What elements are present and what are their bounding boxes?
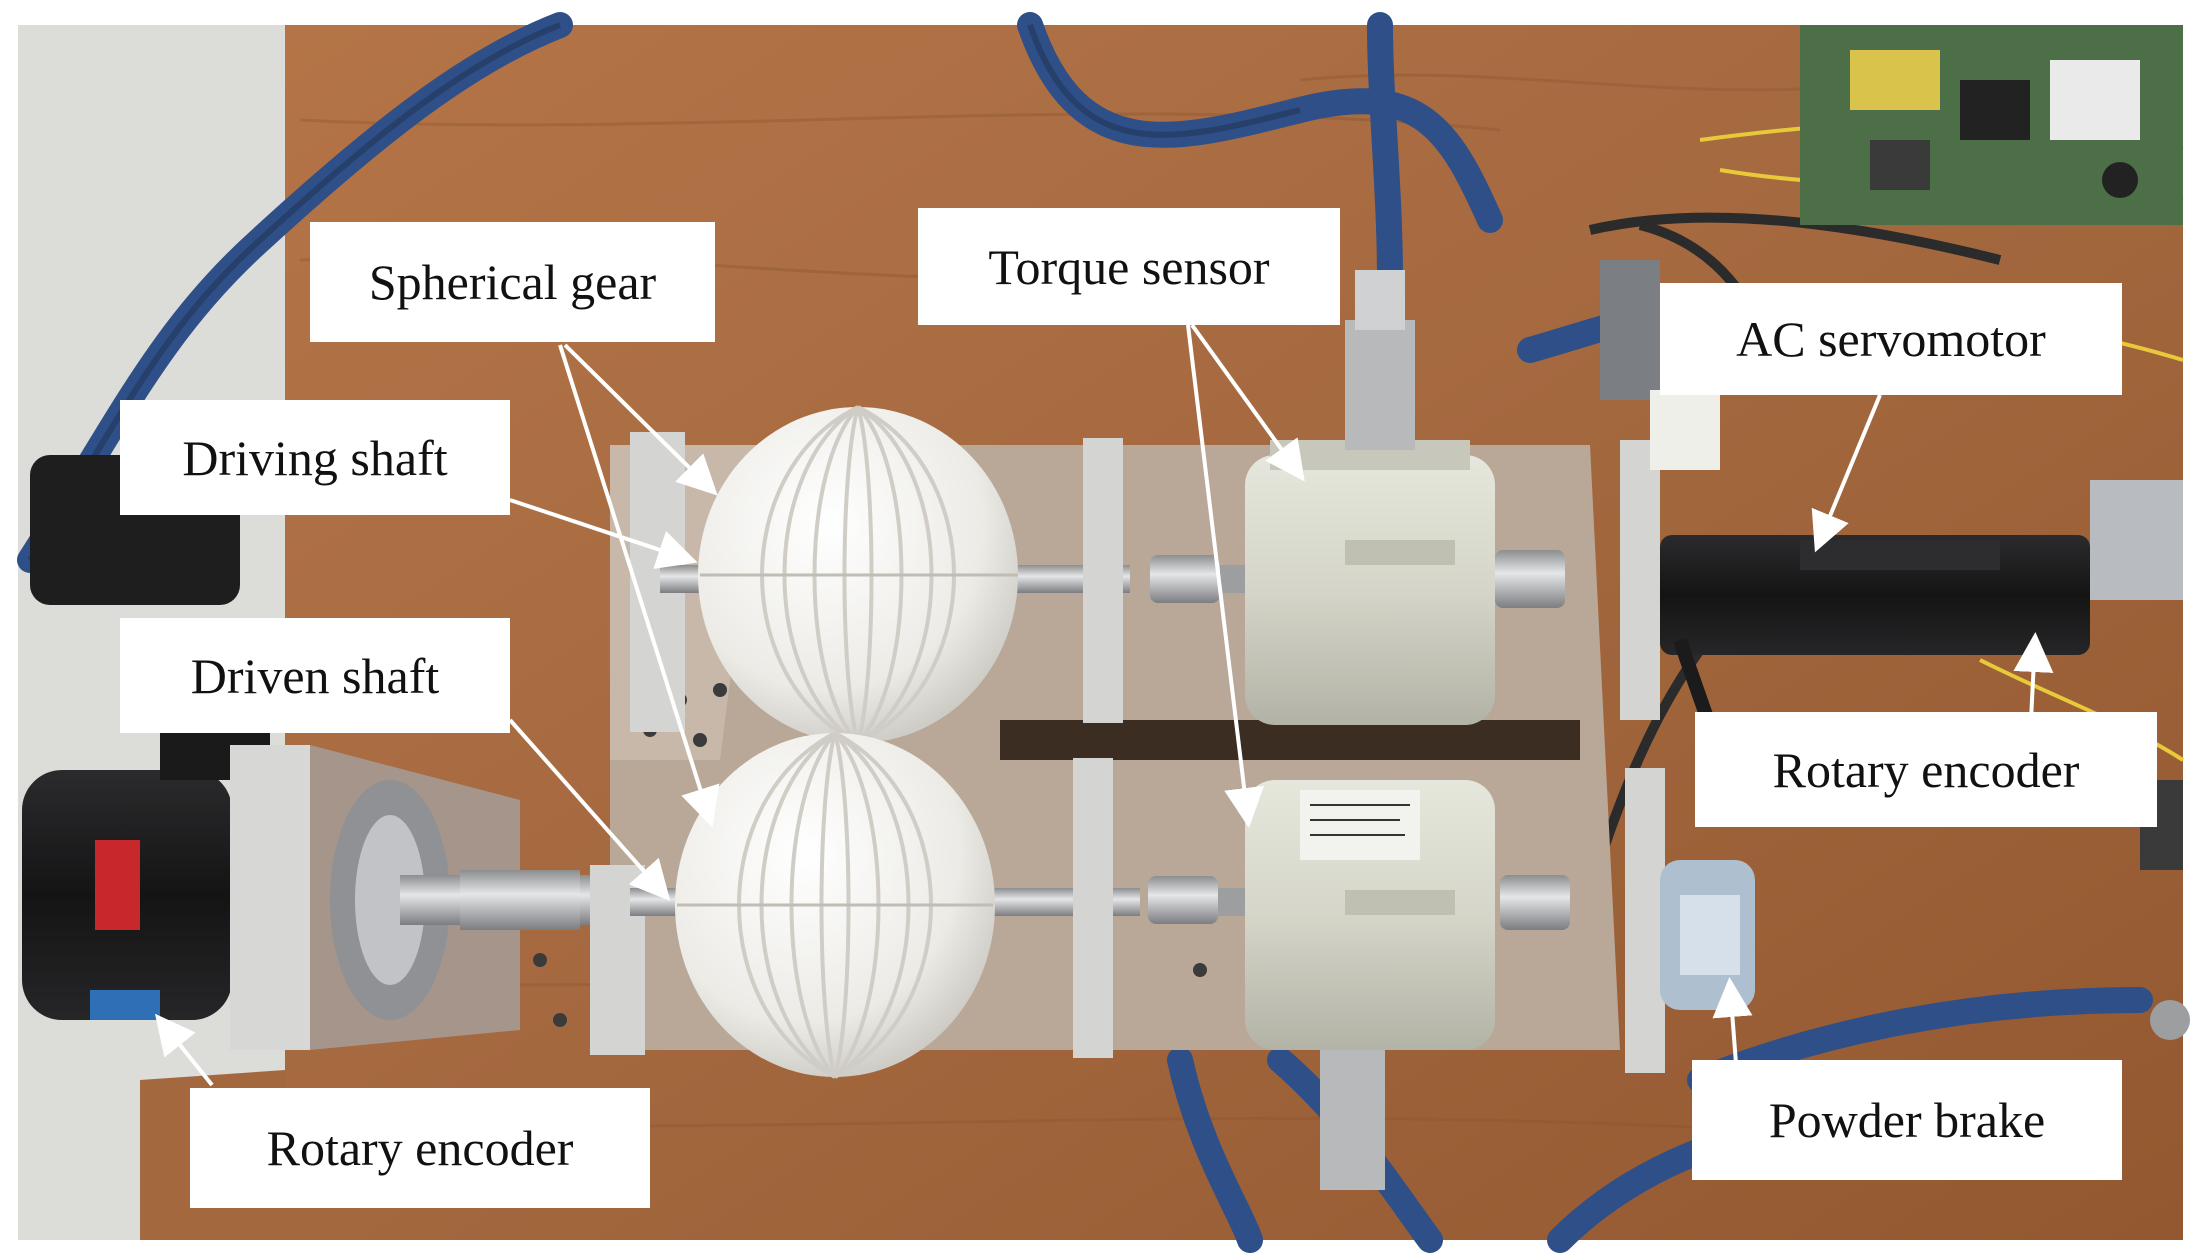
label-rotary-encoder-left: Rotary encoder xyxy=(190,1088,650,1208)
label-rotary-encoder-right: Rotary encoder xyxy=(1695,712,2157,827)
circuit-board xyxy=(1800,25,2183,225)
upper-spherical-gear xyxy=(698,405,1018,745)
label-powder-brake: Powder brake xyxy=(1692,1060,2122,1180)
label-ac-servomotor: AC servomotor xyxy=(1660,283,2122,395)
left-support-plate xyxy=(230,745,310,1050)
lower-spherical-gear xyxy=(675,731,995,1079)
upper-torque-sensor xyxy=(1245,270,1495,725)
label-driven-shaft: Driven shaft xyxy=(120,618,510,733)
label-spherical-gear: Spherical gear xyxy=(310,222,715,342)
label-torque-sensor: Torque sensor xyxy=(918,208,1340,325)
lower-torque-sensor xyxy=(1245,780,1495,1190)
powder-brake xyxy=(1660,860,1755,1010)
label-driving-shaft: Driving shaft xyxy=(120,400,510,515)
